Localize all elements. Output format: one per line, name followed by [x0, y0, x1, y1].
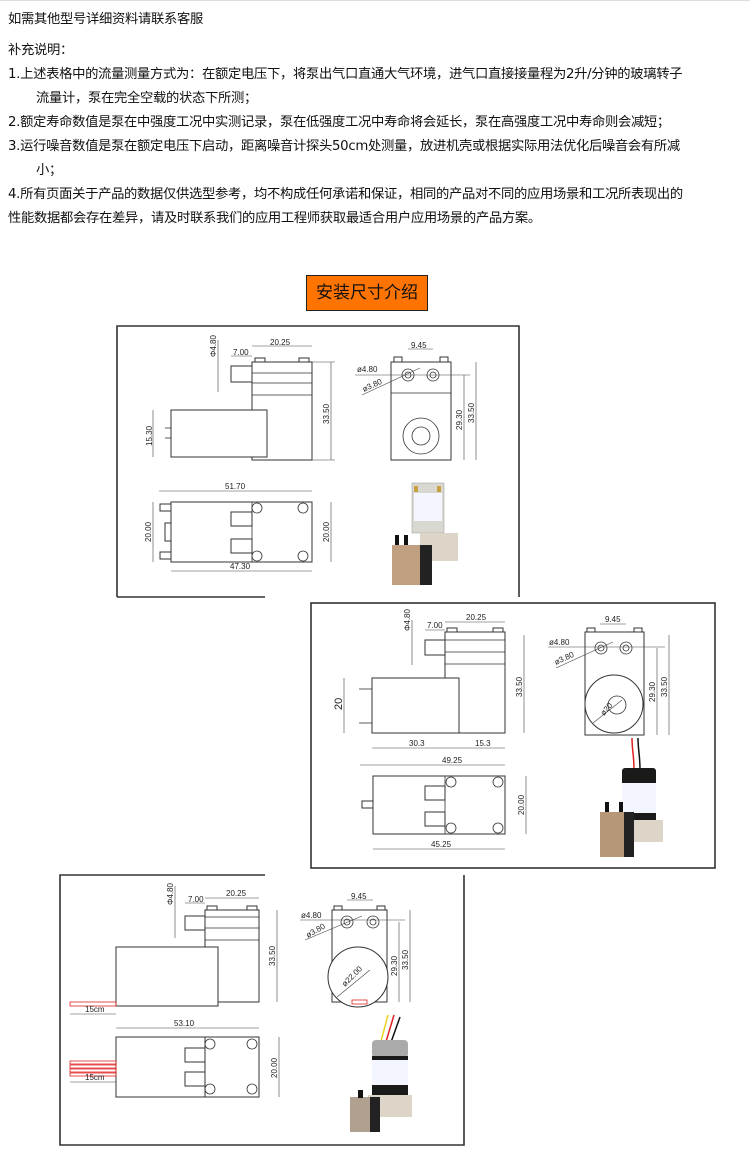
dimension-drawing-1: 20.25 7.00 Φ4.80 33.50 15.30 9.45 ø4.80 …	[116, 325, 520, 598]
contact-note: 如需其他型号详细资料请联系客服	[8, 12, 203, 27]
dim-width: 20.00	[517, 794, 526, 815]
dim-port-length: 7.00	[233, 348, 249, 357]
dim-motor-height: 15.30	[145, 425, 154, 446]
dim-wire-length: 15cm	[85, 1005, 105, 1014]
dim-motor-height: 20	[333, 698, 345, 710]
dimension-drawing-2: 20.25 7.00 Φ4.80 33.50 20 30.3 15.3 9.45…	[310, 602, 716, 869]
front-view: 9.45 ø4.80 ø3.80 ø20 29.30 33.50	[548, 615, 670, 736]
dim-head-width: 20.25	[466, 613, 487, 622]
dim-height: 33.50	[515, 676, 524, 697]
dim-width-left: 20.00	[144, 521, 153, 542]
dim-port-pitch: 9.45	[411, 341, 427, 350]
dim-height: 33.50	[268, 945, 277, 966]
dim-port-height: 29.30	[648, 681, 657, 702]
dim-port-length: 7.00	[188, 895, 204, 904]
dim-body-length: 47.30	[230, 562, 251, 571]
dim-height: 33.50	[322, 403, 331, 424]
dim-port-height: 29.30	[390, 955, 399, 976]
note-1-cont: 流量计，泵在完全空载的状态下所测；	[36, 91, 257, 106]
dim-port-pitch: 9.45	[351, 892, 367, 901]
dim-port-diameter: Φ4.80	[166, 882, 175, 905]
dim-port-height: 29.30	[455, 409, 464, 430]
top-view: 53.10 20.00 15cm	[69, 1019, 280, 1098]
note-4-cont: 性能数据都会存在差异，请及时联系我们的应用工程师获取最适合用户应用场景的产品方案…	[8, 211, 541, 226]
dim-front-height: 33.50	[401, 949, 410, 970]
dimension-drawing-3: 20.25 7.00 Φ4.80 33.50 15cm 9.45 ø4.80 ø…	[59, 874, 465, 1146]
dim-port-diameter: Φ4.80	[209, 334, 218, 357]
dim-overall-length: 49.25	[442, 756, 463, 765]
dim-outer-diameter: ø4.80	[357, 365, 378, 374]
pump-photo	[392, 482, 458, 585]
note-3-cont: 小；	[36, 163, 62, 178]
note-3: 3.运行噪音数值是泵在额定电压下启动，距离噪音计探头50cm处测量，放进机壳或根…	[8, 139, 680, 154]
top-view: 49.25 45.25 20.00	[360, 756, 527, 850]
pump-photo	[350, 1014, 412, 1132]
side-view: 20.25 7.00 Φ4.80 33.50 20 30.3 15.3	[333, 608, 525, 749]
dim-front-height: 33.50	[660, 676, 669, 697]
note-2: 2.额定寿命数值是泵在中强度工况中实测记录，泵在低强度工况中寿命将会延长，泵在高…	[8, 115, 670, 130]
top-divider	[0, 0, 750, 1]
dim-port-length: 7.00	[427, 621, 443, 630]
dim-width-right: 20.00	[322, 521, 331, 542]
section-title-banner: 安装尺寸介绍	[306, 275, 428, 311]
frame	[116, 325, 520, 597]
front-view: 9.45 ø4.80 ø3.80 ø22.00 29.30 33.50	[300, 892, 411, 1008]
dim-head-width: 20.25	[270, 338, 291, 347]
dim-overall-length: 53.10	[174, 1019, 195, 1028]
note-1: 1.上述表格中的流量测量方式为：在额定电压下，将泵出气口直通大气环境，进气口直接…	[8, 67, 683, 82]
dim-width: 20.00	[270, 1057, 279, 1078]
dim-inner-diameter: ø3.80	[305, 921, 328, 939]
top-view: 51.70 47.30 20.00 20.00	[144, 482, 332, 572]
pump-photo	[600, 737, 663, 857]
front-view: 9.45 ø4.80 ø3.80 29.30 33.50	[355, 341, 477, 461]
dim-port-diameter: Φ4.80	[403, 608, 412, 631]
dim-overall-length: 51.70	[225, 482, 246, 491]
frame	[59, 874, 465, 1146]
frame	[310, 602, 716, 869]
dim-inner-diameter: ø3.80	[361, 377, 384, 394]
dim-motor-length: 30.3	[409, 739, 425, 748]
side-view: 20.25 7.00 Φ4.80 33.50 15.30	[145, 334, 335, 461]
dim-port-pitch: 9.45	[605, 615, 621, 624]
notes-heading: 补充说明：	[8, 43, 73, 58]
dim-wire-length: 15cm	[85, 1073, 105, 1082]
dim-head-length: 15.3	[475, 739, 491, 748]
note-4: 4.所有页面关于产品的数据仅供选型参考，均不构成任何承诺和保证，相同的产品对不同…	[8, 187, 683, 202]
dim-outer-diameter: ø4.80	[549, 638, 570, 647]
side-view: 20.25 7.00 Φ4.80 33.50 15cm	[69, 882, 278, 1015]
dim-outer-diameter: ø4.80	[301, 911, 322, 920]
dim-body-length: 45.25	[431, 840, 452, 849]
dim-front-height: 33.50	[467, 402, 476, 423]
dim-head-width: 20.25	[226, 889, 247, 898]
